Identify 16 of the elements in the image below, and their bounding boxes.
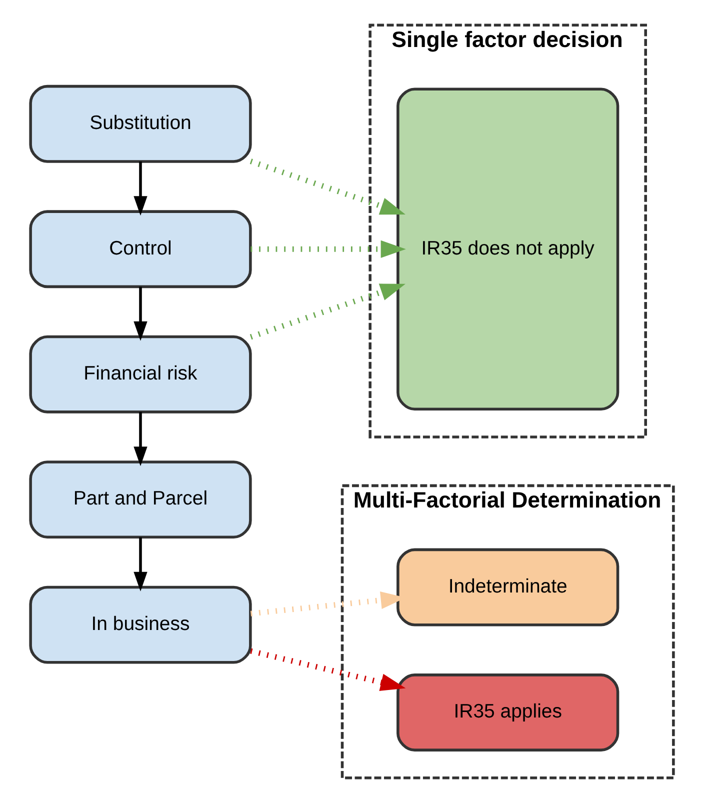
arrow	[133, 286, 147, 341]
arrow	[250, 240, 406, 258]
node-box: IR35 applies	[396, 674, 619, 752]
arrow	[133, 162, 147, 216]
node-box: Control	[28, 210, 252, 288]
node-box: IR35 does not apply	[396, 88, 619, 411]
node-box: In business	[28, 586, 252, 664]
node-box: Financial risk	[28, 335, 252, 414]
node-box: Substitution	[28, 84, 252, 163]
arrow	[250, 648, 406, 691]
arrow	[133, 412, 147, 466]
arrow	[133, 537, 147, 592]
arrow	[249, 284, 405, 340]
node-box: Part and Parcel	[28, 460, 252, 539]
arrow	[249, 158, 405, 215]
node-box: Indeterminate	[396, 548, 619, 626]
